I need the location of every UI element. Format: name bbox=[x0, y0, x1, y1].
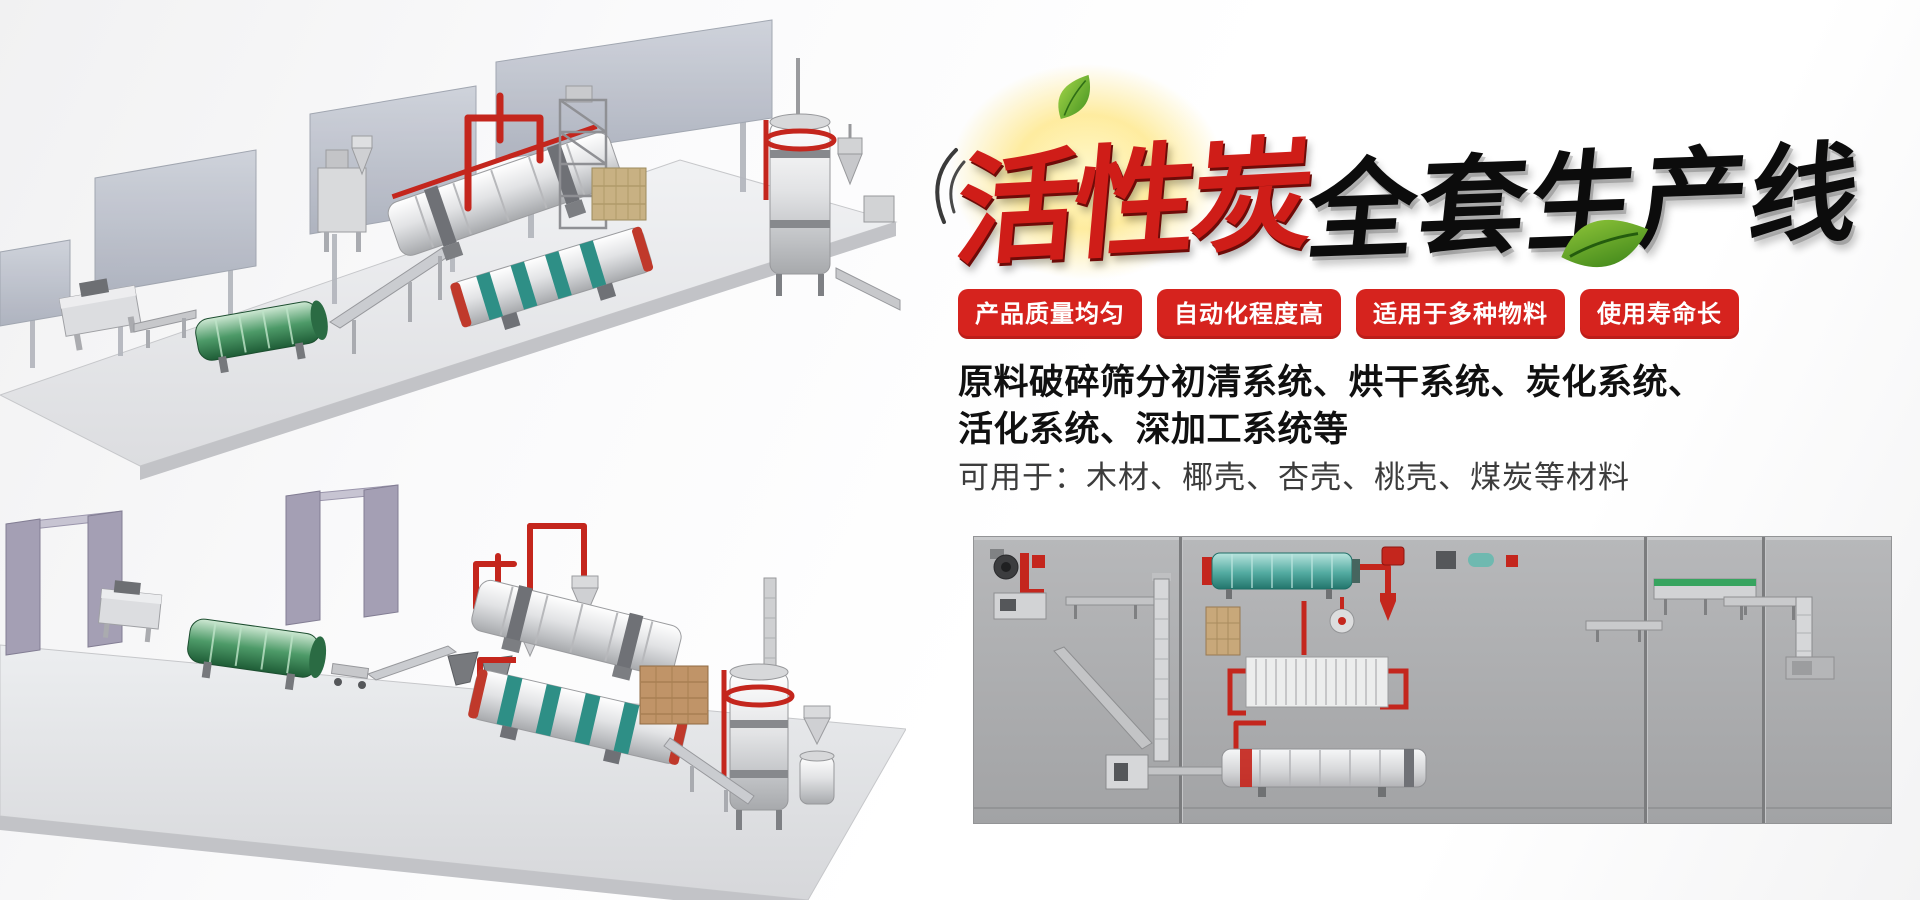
feature-badges: 产品质量均匀 自动化程度高 适用于多种物料 使用寿命长 bbox=[958, 289, 1739, 339]
production-line-render-top bbox=[0, 19, 901, 480]
feature-badge-materials: 适用于多种物料 bbox=[1356, 289, 1565, 339]
feed-conveyors bbox=[1053, 596, 1155, 750]
rotary-dryer-drum bbox=[471, 579, 682, 681]
layout-schematic bbox=[974, 537, 1891, 823]
bucket-elevator bbox=[1152, 573, 1171, 762]
brick-block-plan bbox=[1205, 606, 1241, 656]
wall-lines bbox=[1179, 537, 1766, 823]
feeder-machine bbox=[97, 580, 163, 643]
speedline-decoration bbox=[935, 148, 966, 224]
feature-badge-automation: 自动化程度高 bbox=[1157, 289, 1341, 339]
fan-and-feeder-unit bbox=[990, 549, 1047, 620]
screening-tower bbox=[317, 135, 373, 252]
systems-description: 原料破碎筛分初清系统、烘干系统、炭化系统、 活化系统、深加工系统等 bbox=[958, 360, 1704, 454]
leaf-icon bbox=[1561, 219, 1649, 268]
packing-conveyors bbox=[1585, 578, 1835, 680]
crusher-drum bbox=[195, 300, 328, 374]
systems-line-2: 活化系统、深加工系统等 bbox=[958, 410, 1349, 450]
crusher-drum bbox=[187, 618, 327, 691]
radiator-block bbox=[1227, 656, 1409, 716]
production-line-render-bottom bbox=[0, 484, 906, 900]
fan-unit-plan bbox=[1301, 597, 1355, 655]
discharge-box bbox=[1105, 754, 1223, 790]
banner-title-highlight: 活性炭 bbox=[949, 122, 1316, 284]
furnace-vessel bbox=[721, 577, 835, 830]
heat-exchanger-block bbox=[639, 665, 709, 725]
conveyor bbox=[133, 309, 197, 348]
systems-line-1: 原料破碎筛分初清系统、烘干系统、炭化系统、 bbox=[958, 363, 1704, 403]
cyclone-piping bbox=[1360, 546, 1518, 621]
conveyor-carts bbox=[330, 645, 458, 689]
red-piping bbox=[464, 92, 544, 212]
inclined-conveyor bbox=[663, 737, 755, 812]
activation-drum-plan bbox=[1221, 720, 1427, 797]
dryer-drum-plan bbox=[1202, 552, 1360, 599]
banner-title: 活性炭 全套生产线 bbox=[897, 22, 1902, 322]
support-tower bbox=[558, 85, 608, 230]
furnace-vessel bbox=[763, 58, 901, 311]
heat-exchanger-block bbox=[591, 167, 647, 221]
feature-badge-quality: 产品质量均匀 bbox=[958, 289, 1142, 339]
activation-drum bbox=[450, 226, 654, 330]
feature-badge-lifespan: 使用寿命长 bbox=[1580, 289, 1739, 339]
leaf-icon bbox=[1058, 74, 1090, 119]
layout-schematic-panel bbox=[973, 536, 1892, 824]
materials-description: 可用于：木材、椰壳、杏壳、桃壳、煤炭等材料 bbox=[958, 460, 1630, 496]
